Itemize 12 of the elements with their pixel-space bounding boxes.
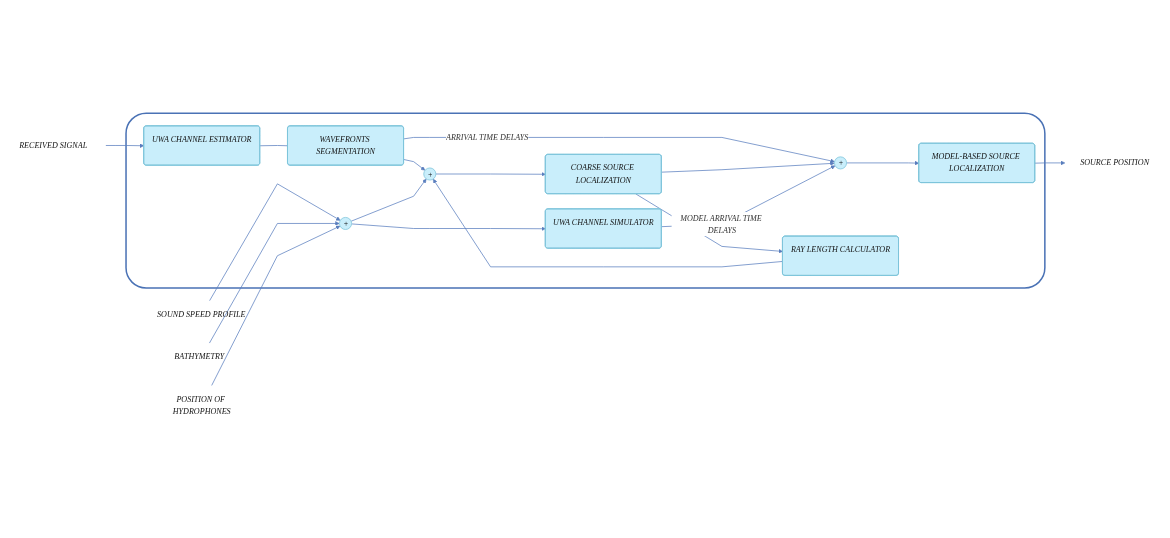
node-circle: + bbox=[339, 217, 352, 230]
cluster bbox=[125, 112, 1046, 289]
node-text: SOURCE POSITION bbox=[1080, 158, 1150, 167]
node-text: POSITION OF HYDROPHONES bbox=[172, 394, 231, 416]
node-text: BATHYMETRY bbox=[174, 352, 225, 361]
node-text: SOUND SPEED PROFILE bbox=[157, 309, 246, 319]
edge-label: MODEL ARRIVAL TIME DELAYS bbox=[680, 213, 762, 235]
node-circle: + bbox=[423, 167, 437, 181]
node-circle: + bbox=[834, 156, 847, 170]
connector bbox=[259, 145, 289, 147]
node-text: RECEIVED SIGNAL bbox=[19, 140, 88, 150]
edge-label: ARRIVAL TIME DELAYS bbox=[445, 132, 529, 142]
